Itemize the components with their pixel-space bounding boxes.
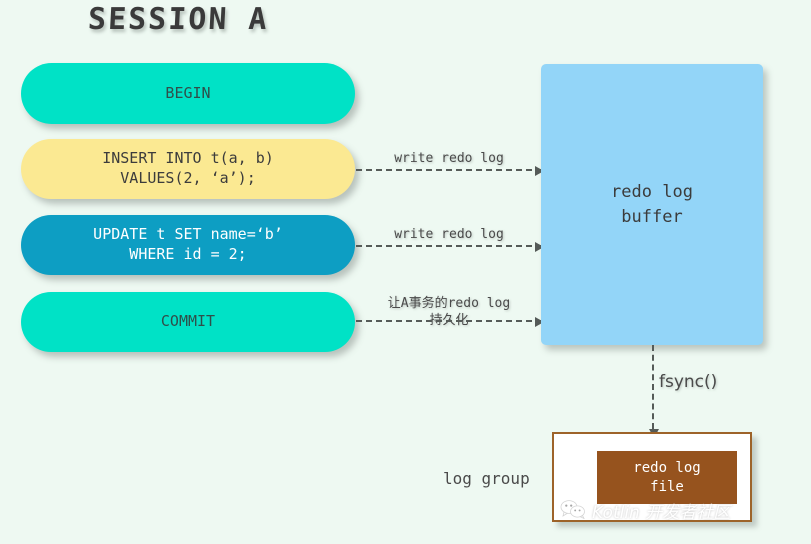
arrow-insert-to-buffer	[356, 166, 544, 176]
statement-box-insert: INSERT INTO t(a, b) VALUES(2, ‘a’);	[21, 139, 355, 199]
arrow-label-write-redo-log-update: write redo log	[394, 227, 504, 242]
redo-log-buffer-box: redo log buffer	[541, 64, 763, 345]
arrow-buffer-to-file	[649, 345, 659, 438]
log-group-label: log group	[443, 469, 530, 488]
statement-box-update: UPDATE t SET name=‘b’ WHERE id = 2;	[21, 215, 355, 275]
arrow-commit-to-buffer	[356, 317, 544, 327]
log-group-box: redo log file	[552, 432, 752, 522]
arrow-label-persist-redo-log: 让A事务的redo log 持久化	[387, 296, 511, 328]
statement-box-begin: BEGIN	[21, 63, 355, 124]
arrow-update-to-buffer	[356, 242, 544, 252]
page-title: SESSION A	[87, 2, 270, 37]
arrow-label-write-redo-log-insert: write redo log	[394, 151, 504, 166]
arrow-label-fsync: fsync()	[659, 372, 718, 392]
redo-log-file-box: redo log file	[597, 451, 737, 504]
statement-box-commit: COMMIT	[21, 292, 355, 352]
